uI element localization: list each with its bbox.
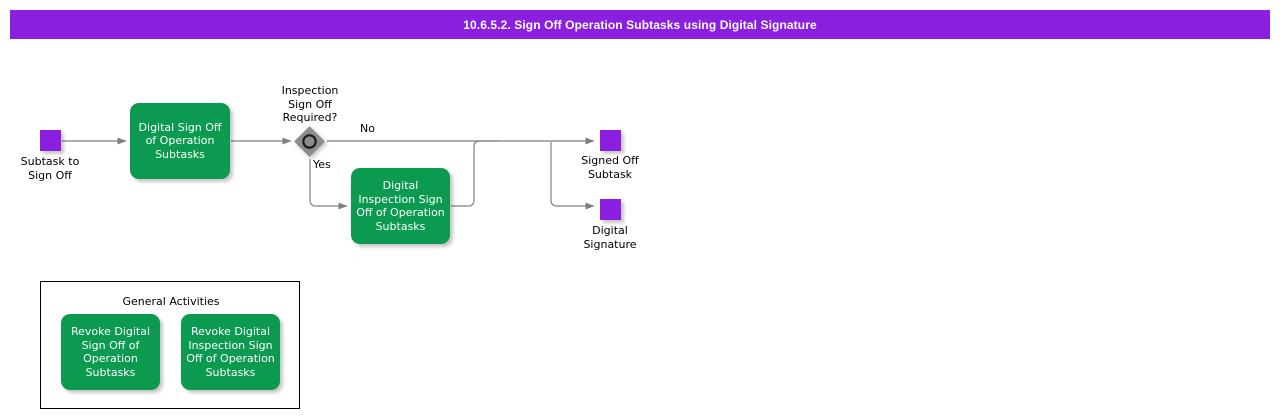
page-title: 10.6.5.2. Sign Off Operation Subtasks us…: [463, 17, 817, 32]
edge-label-no: No: [360, 122, 375, 135]
edge-inspection-merge-up: [451, 140, 500, 207]
decision-label: Inspection Sign Off Required?: [281, 84, 339, 124]
page-title-bar: 10.6.5.2. Sign Off Operation Subtasks us…: [10, 10, 1270, 39]
general-activities-title: General Activities: [122, 295, 220, 308]
end-node-label: Digital Signature: [583, 224, 637, 251]
end-node-label: Signed Off Subtask: [581, 154, 639, 181]
activity-digital-sign-off-of-operation-subtasks[interactable]: Digital Sign Off of Operation Subtasks: [130, 103, 230, 179]
activity-label: Digital Inspection Sign Off of Operation…: [356, 179, 445, 233]
end-node-signed-off-subtask[interactable]: [600, 130, 621, 151]
decision-ring-icon: [302, 134, 317, 149]
activity-label: Revoke Digital Sign Off of Operation Sub…: [70, 325, 151, 379]
start-node-subtask-to-sign-off[interactable]: [40, 130, 61, 151]
activity-revoke-digital-sign-off-of-operation-subtasks[interactable]: Revoke Digital Sign Off of Operation Sub…: [61, 314, 160, 390]
decision-inspection-sign-off-required[interactable]: [294, 126, 325, 157]
end-node-digital-signature[interactable]: [600, 199, 621, 220]
activity-revoke-digital-inspection-sign-off-of-operation-subtasks[interactable]: Revoke Digital Inspection Sign Off of Op…: [181, 314, 280, 390]
general-activities-panel: General Activities Revoke Digital Sign O…: [40, 281, 300, 409]
activity-digital-inspection-sign-off-of-operation-subtasks[interactable]: Digital Inspection Sign Off of Operation…: [351, 168, 450, 244]
activity-label: Revoke Digital Inspection Sign Off of Op…: [186, 325, 275, 379]
edge-label-yes: Yes: [313, 158, 331, 171]
activity-label: Digital Sign Off of Operation Subtasks: [138, 120, 222, 161]
start-node-label: Subtask to Sign Off: [20, 155, 80, 182]
